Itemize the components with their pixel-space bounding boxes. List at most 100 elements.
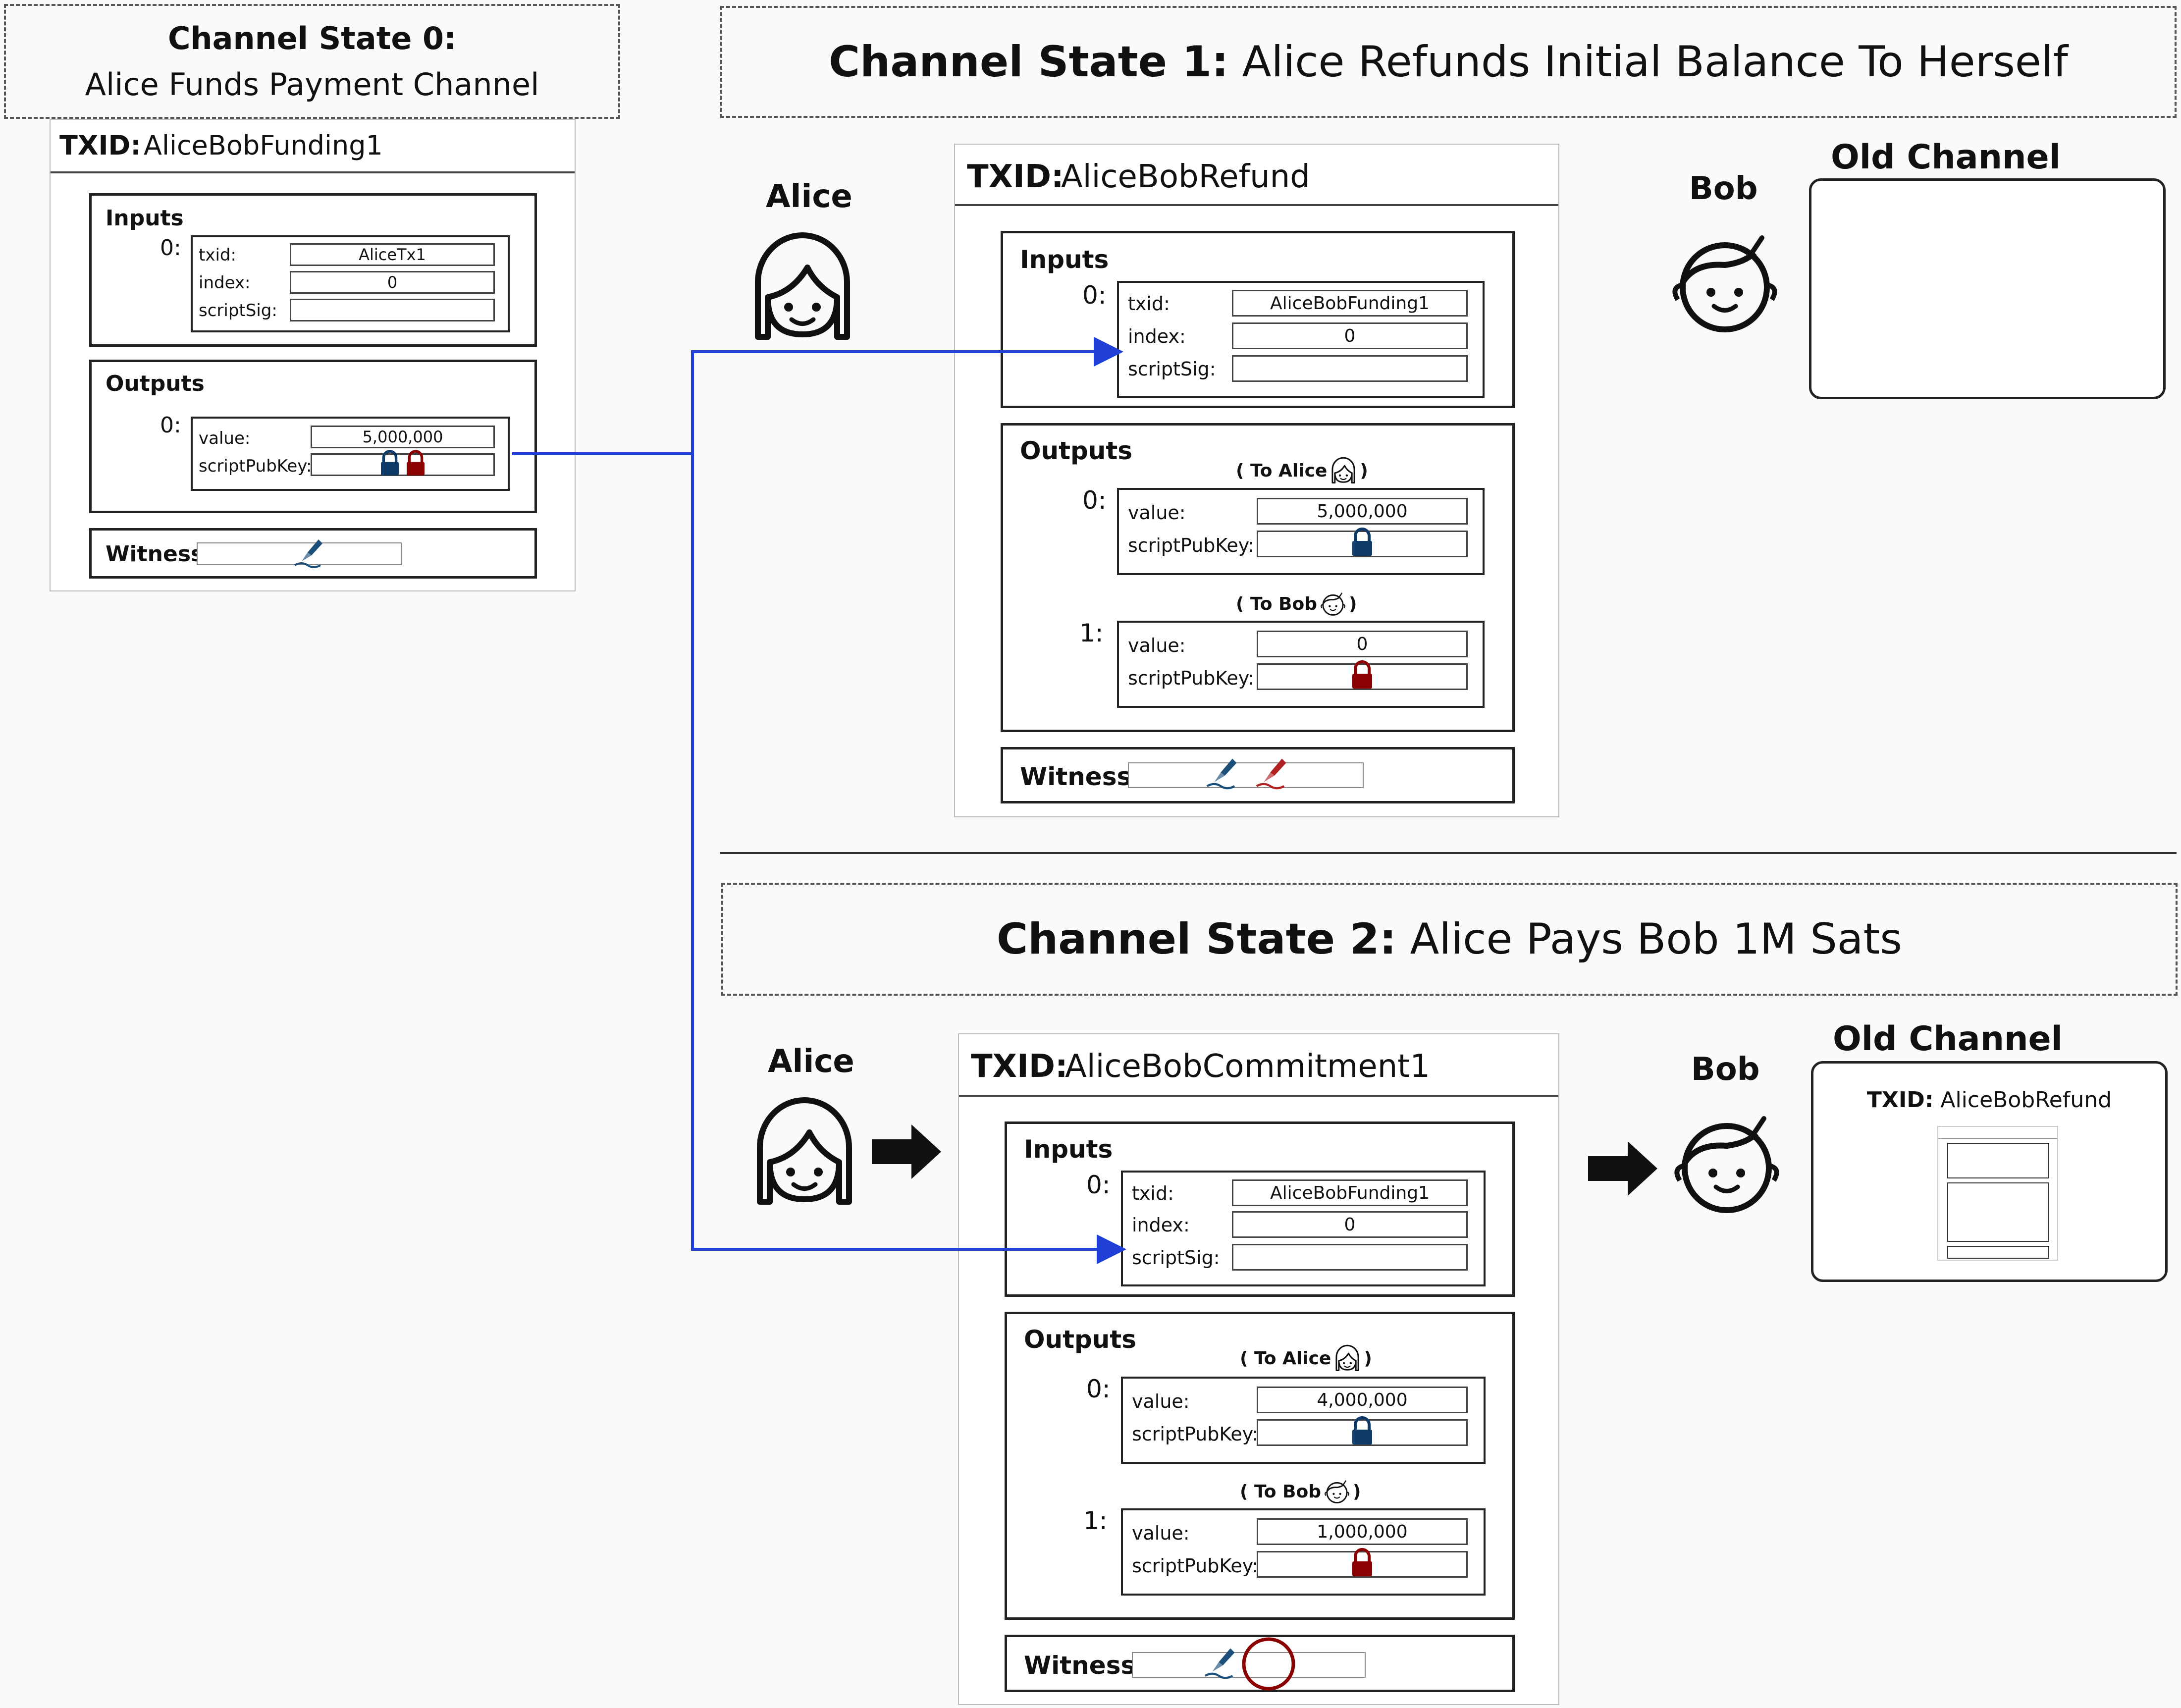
state0-witness-label: Witness	[106, 541, 204, 567]
state0-index-field-label: index:	[199, 273, 251, 293]
state2-scriptsig-field[interactable]	[1232, 1244, 1468, 1271]
section-divider	[720, 852, 2177, 854]
state0-index-field[interactable]: 0	[290, 271, 495, 294]
state1-scriptsig-field[interactable]	[1232, 355, 1468, 382]
state1-to-alice-close: )	[1360, 460, 1368, 481]
state1-out1-spk-label: scriptPubKey:	[1128, 667, 1255, 689]
state2-inputs-label: Inputs	[1024, 1135, 1113, 1164]
state2-witness-field[interactable]	[1132, 1637, 1366, 1691]
state2-txid-field-label: txid:	[1132, 1182, 1174, 1204]
state0-value-field[interactable]: 5,000,000	[311, 426, 495, 448]
state0-input-index: 0:	[160, 235, 181, 261]
state0-inputs-label: Inputs	[106, 206, 184, 231]
state2-txid-header: TXID: AliceBobCommitment1	[959, 1034, 1558, 1097]
state0-witness-field[interactable]	[197, 538, 402, 568]
state2-index-field[interactable]: 0	[1232, 1211, 1468, 1238]
state0-spk-label: scriptPubKey:	[199, 456, 312, 476]
missing-signature-circle-icon	[1242, 1637, 1295, 1691]
state1-input-0: txid: AliceBobFunding1 index: 0 scriptSi…	[1117, 281, 1485, 398]
state2-index-field-label: index:	[1132, 1214, 1190, 1236]
state0-tx-card: TXID: AliceBobFunding1 Inputs 0: txid: A…	[50, 119, 576, 591]
state1-witness-label: Witness	[1020, 762, 1132, 791]
state1-title-rest: Alice Refunds Initial Balance To Herself	[1228, 37, 2068, 87]
state2-old-tx-thumbnail[interactable]	[1937, 1126, 2058, 1261]
state2-out1-index: 1:	[1083, 1506, 1108, 1535]
state2-outputs-box: Outputs ( To Alice ) 0: value: 4,000,000…	[1005, 1312, 1515, 1620]
state2-to-bob-tag: ( To Bob )	[1240, 1479, 1361, 1504]
state2-tx-card: TXID: AliceBobCommitment1 Inputs 0: txid…	[958, 1033, 1559, 1705]
state2-out1-value-label: value:	[1132, 1522, 1190, 1544]
state1-out0-value-label: value:	[1128, 502, 1186, 524]
state2-out1-spk-label: scriptPubKey:	[1132, 1555, 1259, 1577]
state1-output-1: value: 0 scriptPubKey:	[1117, 621, 1485, 708]
state1-to-alice-text: ( To Alice	[1236, 460, 1328, 481]
state2-txid-label: TXID:	[971, 1048, 1068, 1085]
state0-input-0: txid: AliceTx1 index: 0 scriptSig:	[191, 235, 510, 332]
state1-out0-spk-field[interactable]	[1257, 531, 1468, 557]
state2-to-alice-close: )	[1364, 1348, 1372, 1369]
state1-out0-value-field[interactable]: 5,000,000	[1257, 498, 1468, 525]
state1-title-box: Channel State 1: Alice Refunds Initial B…	[720, 6, 2177, 118]
state2-out0-spk-field[interactable]	[1257, 1419, 1468, 1446]
state2-title-bold: Channel State 2:	[996, 914, 1397, 964]
state0-outputs-box: Outputs 0: value: 5,000,000 scriptPubKey…	[89, 360, 537, 513]
state1-txid-header: TXID: AliceBobRefund	[955, 145, 1558, 206]
state1-txid-field[interactable]: AliceBobFunding1	[1232, 290, 1468, 317]
state1-out1-value-label: value:	[1128, 635, 1186, 656]
state1-txid-label: TXID:	[967, 159, 1064, 195]
state2-to-alice-text: ( To Alice	[1240, 1348, 1331, 1369]
state1-inputs-label: Inputs	[1020, 245, 1109, 274]
state0-scriptsig-field[interactable]	[290, 299, 495, 321]
state1-outputs-box: Outputs ( To Alice ) 0: value: 5,000,000…	[1001, 423, 1515, 732]
state2-to-bob-close: )	[1352, 1481, 1361, 1502]
state1-inputs-box: Inputs 0: txid: AliceBobFunding1 index: …	[1001, 231, 1515, 408]
state2-old-txid: AliceBobRefund	[1940, 1087, 2112, 1113]
state1-output-0: value: 5,000,000 scriptPubKey:	[1117, 488, 1485, 575]
state2-bob-label: Bob	[1691, 1051, 1760, 1088]
state1-input-index: 0:	[1082, 281, 1107, 310]
state1-out1-value-field[interactable]: 0	[1257, 631, 1468, 657]
state2-scriptsig-label: scriptSig:	[1132, 1247, 1220, 1269]
state2-txid: AliceBobCommitment1	[1065, 1048, 1431, 1085]
state1-out1-index: 1:	[1079, 619, 1104, 647]
state1-txid-field-label: txid:	[1128, 293, 1170, 315]
state2-to-bob-text: ( To Bob	[1240, 1481, 1321, 1502]
state0-txid-field-label: txid:	[199, 245, 236, 265]
state2-old-txid-line: TXID: AliceBobRefund	[1813, 1087, 2165, 1113]
state2-witness-label: Witness	[1024, 1651, 1136, 1680]
state0-txid-field[interactable]: AliceTx1	[290, 243, 495, 266]
state1-tx-card: TXID: AliceBobRefund Inputs 0: txid: Ali…	[954, 144, 1559, 817]
state1-title-bold: Channel State 1:	[829, 37, 1229, 87]
state0-title-box: Channel State 0: Alice Funds Payment Cha…	[4, 4, 620, 119]
state2-txid-field[interactable]: AliceBobFunding1	[1232, 1179, 1468, 1206]
state1-txid: AliceBobRefund	[1061, 159, 1310, 195]
state2-out1-value-field[interactable]: 1,000,000	[1257, 1518, 1468, 1545]
state2-title-box: Channel State 2: Alice Pays Bob 1M Sats	[721, 883, 2178, 996]
state1-out1-spk-field[interactable]	[1257, 663, 1468, 690]
state2-title-rest: Alice Pays Bob 1M Sats	[1396, 914, 1903, 964]
state1-witness-field[interactable]	[1128, 762, 1364, 788]
state1-to-bob-close: )	[1348, 593, 1357, 614]
state2-input-0: txid: AliceBobFunding1 index: 0 scriptSi…	[1121, 1171, 1486, 1286]
connector-to-refund	[691, 337, 1123, 454]
state2-old-states-box: TXID: AliceBobRefund	[1811, 1061, 2168, 1282]
state1-index-field[interactable]: 0	[1232, 322, 1468, 349]
state2-out0-spk-label: scriptPubKey:	[1132, 1423, 1259, 1445]
state1-scriptsig-label: scriptSig:	[1128, 358, 1216, 380]
state1-to-bob-text: ( To Bob	[1236, 593, 1317, 614]
state0-spk-field[interactable]	[311, 453, 495, 476]
state0-inputs-box: Inputs 0: txid: AliceTx1 index: 0 script…	[89, 193, 537, 347]
state0-subtitle: Alice Funds Payment Channel	[85, 66, 539, 103]
state1-bob-label: Bob	[1689, 170, 1758, 207]
state2-out1-spk-field[interactable]	[1257, 1551, 1468, 1578]
state2-out0-value-label: value:	[1132, 1390, 1190, 1412]
state1-witness-box: Witness	[1001, 747, 1515, 803]
state1-alice-label: Alice	[766, 178, 852, 215]
state1-index-field-label: index:	[1128, 325, 1186, 347]
state1-out0-index: 0:	[1082, 486, 1107, 515]
state2-out0-value-field[interactable]: 4,000,000	[1257, 1387, 1468, 1413]
state0-scriptsig-label: scriptSig:	[199, 301, 277, 320]
state1-outputs-label: Outputs	[1020, 436, 1133, 465]
state2-old-txid-label: TXID:	[1866, 1087, 1934, 1113]
